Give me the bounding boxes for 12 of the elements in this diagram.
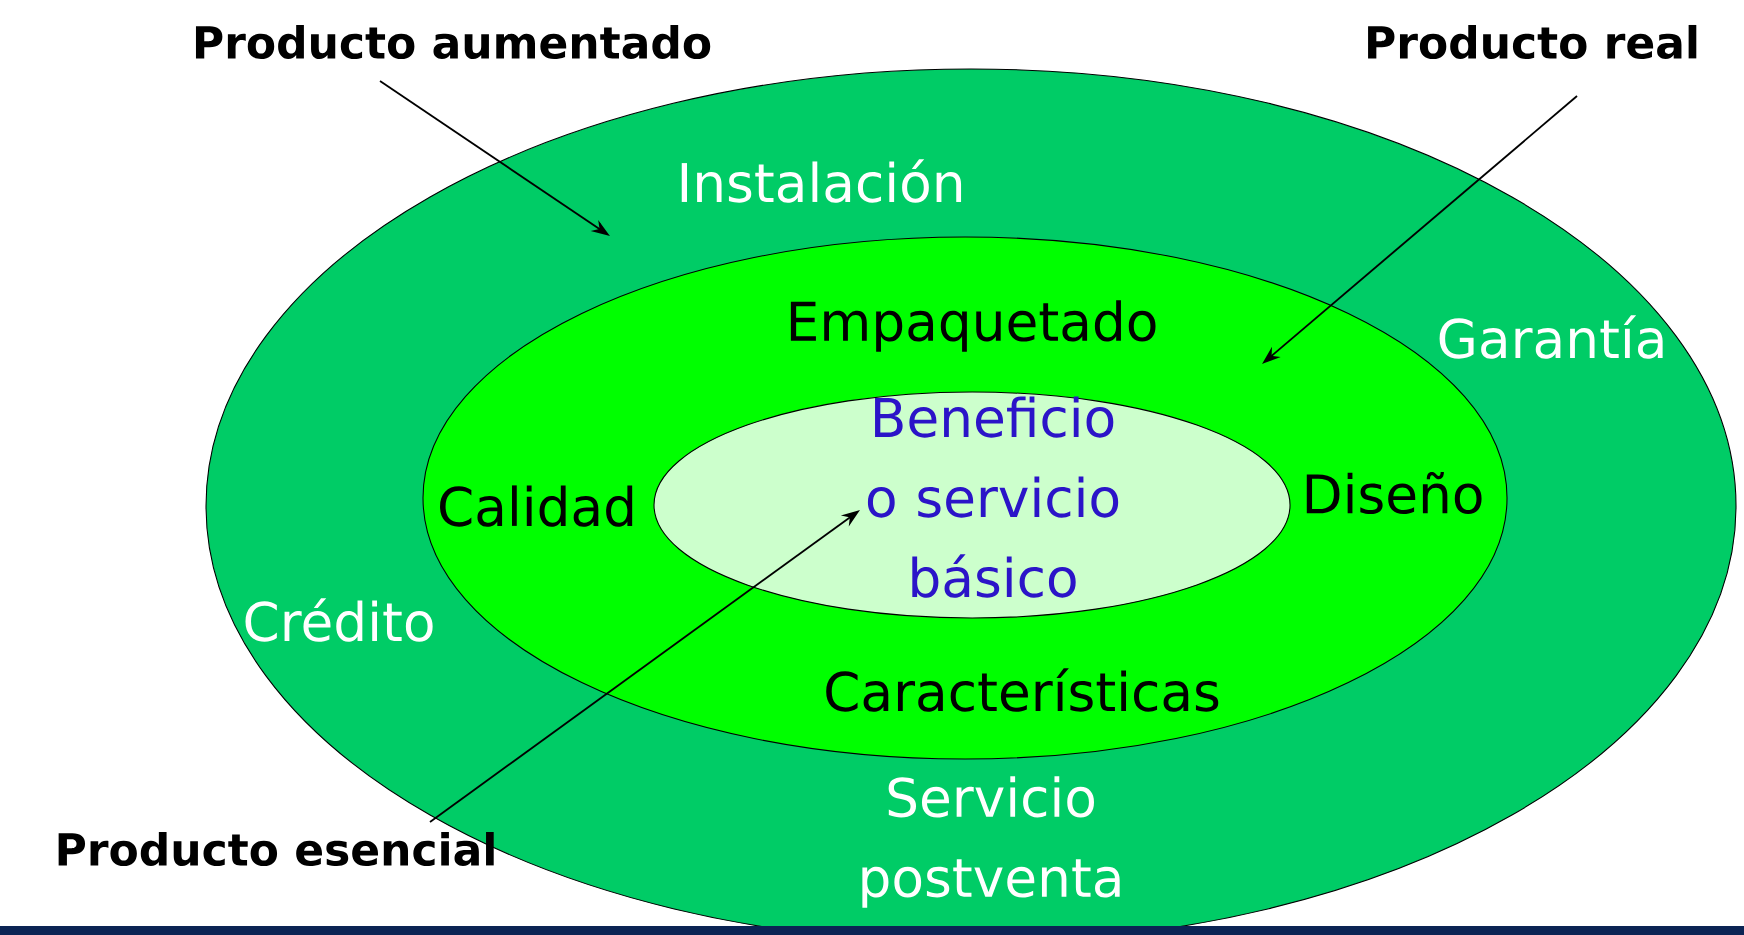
ring-label: Calidad [440, 485, 633, 527]
ring-label: Diseño [1306, 471, 1482, 515]
level-label: Producto real [1368, 24, 1697, 60]
ring-label: Instalación [681, 159, 962, 203]
level-label: Producto aumentado [195, 24, 711, 60]
ring-label: Servicio postventa [862, 776, 1120, 908]
ring-label: Garantía [1439, 315, 1663, 359]
ring-label: Características [826, 668, 1219, 712]
ring-label: Empaquetado [790, 300, 1156, 352]
ring-label: Crédito [245, 598, 433, 642]
ring-label: Beneficio o servicio básico [867, 396, 1119, 598]
level-label: Producto esencial [58, 832, 494, 867]
